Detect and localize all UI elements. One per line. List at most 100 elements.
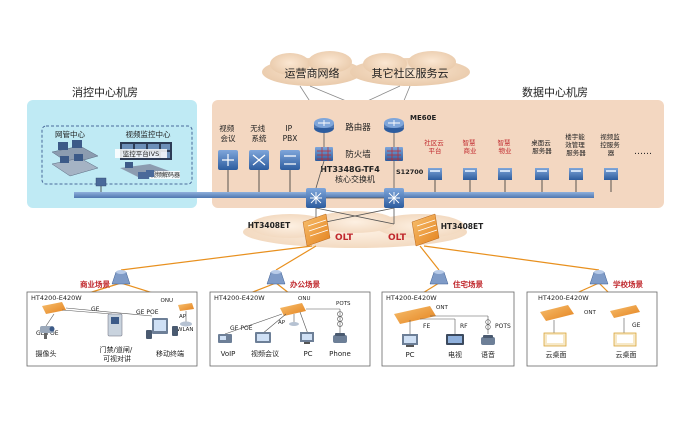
nms-label: 网管中心 [55,129,85,139]
router-left-icon [314,118,334,133]
olt-left-icon [302,213,331,247]
caption-access-l2: 可视对讲 [103,354,131,363]
service-video-conf-l1: 视频 [219,123,234,133]
pots-coil-icon [337,311,343,327]
server-3-l2: 物业 [499,146,513,155]
olt-right-label: OLT [388,233,407,243]
office-onu-icon [280,303,306,316]
cloud-desktop-icon [543,332,567,347]
firewall-left-icon [315,147,333,161]
cloud-desktop-icon [613,332,637,347]
server-icon [569,168,583,180]
scene-title-school: 学校场景 [613,279,643,289]
school-ont-icons [540,305,640,321]
commercial-device-model: HT4200-E420W [31,294,82,302]
firewall-core-links [315,160,395,199]
server-labels-dark: 桌面云 服务器 楼宇能 效管理 服务器 视频监 控服务 器 [531,132,622,157]
server-5-l1: 楼宇能 [565,132,585,141]
core-switch-right-icon [384,188,404,208]
server-icon [604,168,618,180]
server-label-desktop-cloud: 桌面云 服务器 [531,138,553,155]
caption-camera: 摄像头 [36,349,57,358]
scene-title-office: 办公场景 [290,279,320,289]
residential-links [409,315,489,334]
residential-pots-label: POTS [495,323,511,330]
core-switch-label: 核心交换机 [335,174,375,184]
server-icon [428,168,442,180]
commercial-gepoe-label-2: GE POE [136,309,159,316]
residential-ont-label: ONT [436,305,448,311]
core-model-label: HT3348G-TF4 [320,165,380,174]
phone-icon [333,333,347,343]
mobile-terminal-icon [146,318,178,339]
residential-ont-icon [394,306,436,324]
server-2-l1: 智慧 [462,138,476,147]
residential-pc-icon [402,334,418,347]
service-ippbx-l2: PBX [283,134,298,143]
commercial-links [45,307,187,327]
scene-box-residential [381,291,515,367]
splitter-icon [266,270,286,285]
pc-icon [300,332,314,344]
scene-box-office [209,291,371,367]
scene-title-residential: 住宅场景 [453,279,483,289]
scene-title-commercial: 商业场景 [80,279,110,289]
server-labels: 社区云 平台 智慧 商业 智慧 物业 [424,138,512,155]
caption-mobile: 移动终端 [156,349,184,358]
server-4-l2: 服务器 [532,146,552,155]
ivs-label: 监控平台IVS [123,149,160,158]
decoder-label-bg [150,171,180,179]
server-label-community-cloud: 社区云 平台 [424,138,446,155]
commercial-gepoe-label-1: GE POE [36,330,59,337]
router-label: 路由器 [345,122,371,133]
server-6-l1: 视频监 [600,132,620,141]
server-icon [498,168,512,180]
control-room-title: 消控中心机房 [72,85,138,99]
video-center-label: 视频监控中心 [126,129,171,139]
firewall-right-icon [385,147,403,161]
ivs-label-bg [115,149,167,158]
school-ont-label: ONT [584,310,596,316]
server-label-energy: 楼宇能 效管理 服务器 [565,132,587,157]
control-room-panel [27,100,197,208]
olt-left-model: HT3408ET [248,221,291,230]
server-icons [428,168,618,180]
office-ap-icon [289,322,299,326]
residential-rf-label: RF [460,323,468,330]
caption-voice: 语音 [481,350,495,359]
firewall-label: 防火墙 [345,149,371,160]
caption-voip: VoIP [221,350,236,358]
splitter-icons [111,270,609,285]
olt-right-model: HT3408ET [441,222,484,231]
commercial-ap-label: AP [179,314,187,320]
service-labels: 视频 会议 无线 系统 IP PBX [219,123,297,143]
server-6-l3: 器 [608,149,615,157]
caption-access-control: 门禁/道闸/ 可视对讲 [100,345,135,363]
decoder-icon [138,172,149,179]
server-3-l1: 智慧 [497,138,511,147]
caption-cloud-desktop-1: 云桌面 [546,350,567,359]
server-6-l2: 控服务 [600,140,620,149]
olt-right-icon [411,213,440,247]
service-video-conf-l2: 会议 [221,133,236,143]
splitter-icon [429,270,449,285]
commercial-wlan-label: WLAN [177,327,194,333]
server-5-l2: 效管理 [565,140,585,149]
server-4-l1: 桌面云 [531,138,551,147]
commercial-onu-label: ONU [161,298,173,304]
residential-fe-label: FE [423,323,430,330]
service-label-ippbx: IP PBX [283,124,298,143]
server-label-video-monitor: 视频监 控服务 器 [600,132,622,157]
service-ippbx-l1: IP [285,124,292,133]
caption-video-conf: 视频会议 [251,349,279,358]
school-device-model: HT4200-E420W [538,294,589,302]
wlan-ap-icon [180,321,192,327]
decoder-label: 视频解码器 [150,171,180,179]
splitter-icon [111,270,131,285]
school-ge-label: GE [632,322,641,329]
server-label-smart-property: 智慧 物业 [497,138,512,155]
residential-phone-icon [481,335,495,345]
caption-access-l1: 门禁/道闸/ [100,345,133,354]
video-conf-terminal-icon [255,332,271,343]
